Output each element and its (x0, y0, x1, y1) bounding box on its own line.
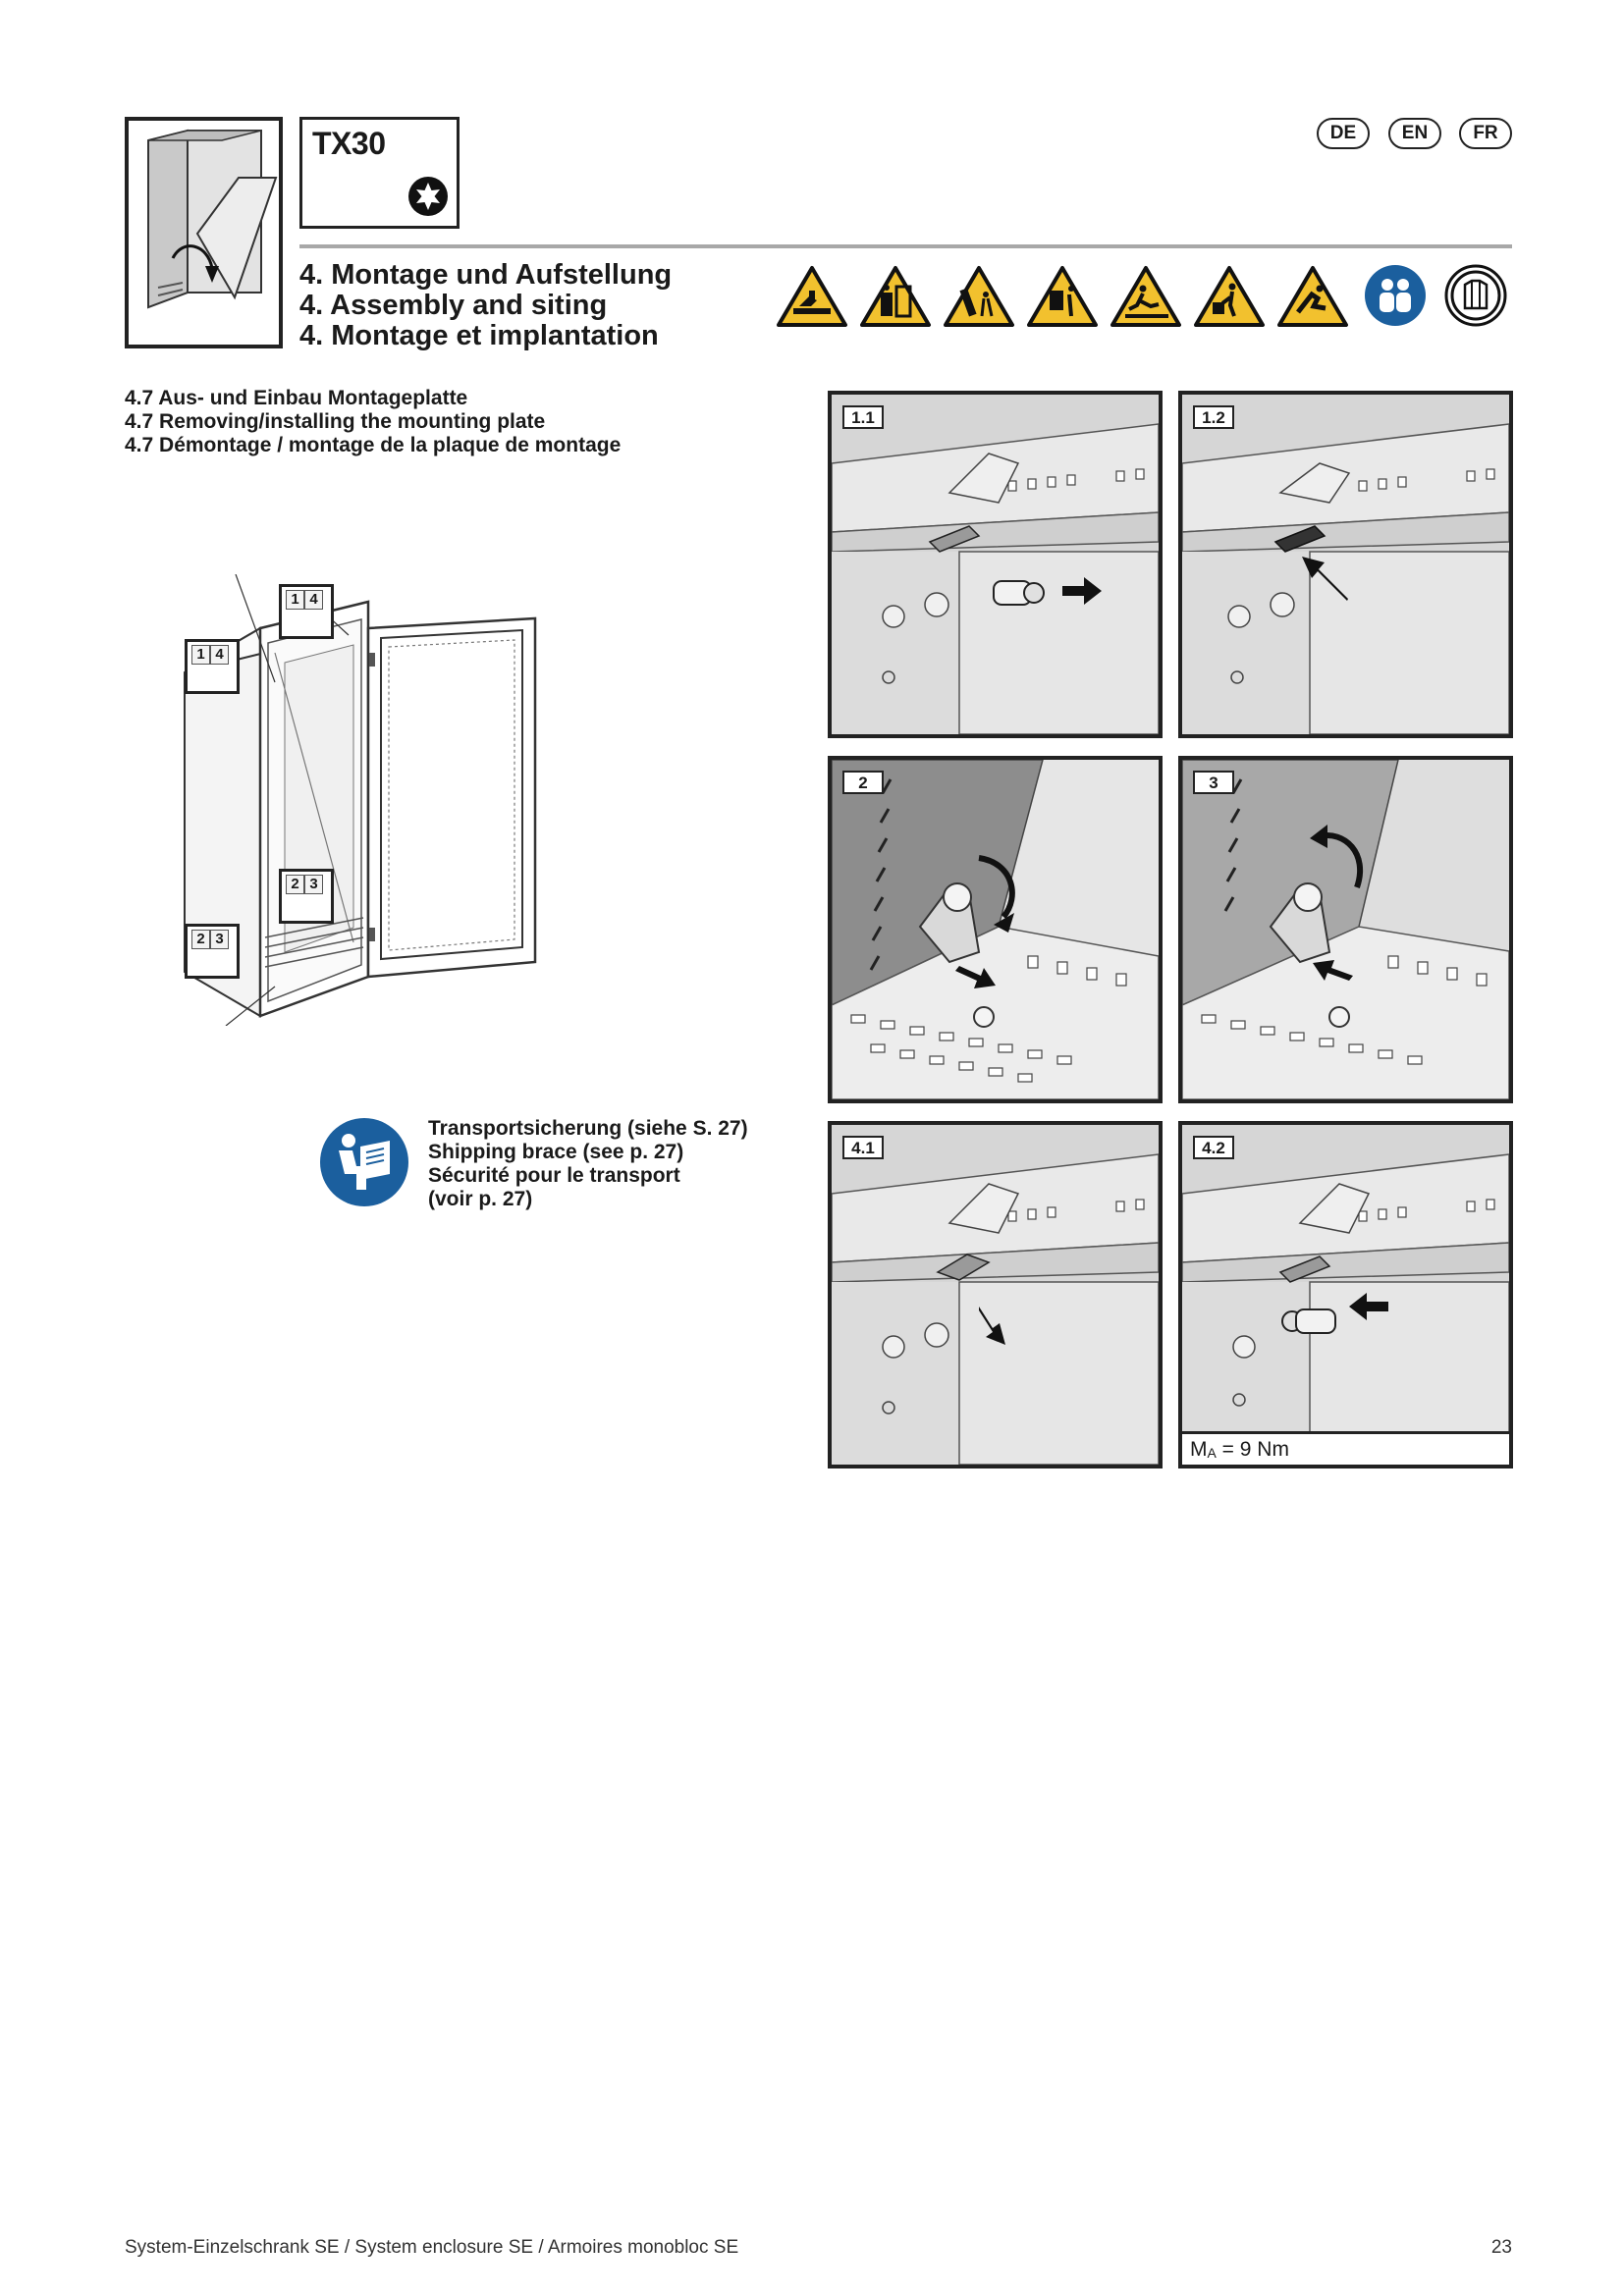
callout-step-a: 1 (286, 590, 304, 610)
step-panel-1-2: 1.2 (1178, 391, 1513, 738)
chapter-thumbnail (125, 117, 283, 348)
page-number: 23 (1490, 2237, 1512, 2258)
step-label: 4.1 (842, 1136, 884, 1159)
transport-note-fr: Sécurité pour le transport (428, 1164, 680, 1187)
callout-step-a: 2 (191, 930, 210, 949)
chapter-title-de: 4. Montage und Aufstellung (299, 259, 673, 291)
step-label: 4.2 (1193, 1136, 1234, 1159)
torque-subscript: A (1207, 1445, 1217, 1461)
transport-note-fr-ref: (voir p. 27) (428, 1188, 533, 1210)
transport-note-de: Transportsicherung (siehe S. 27) (428, 1117, 748, 1140)
step-label: 3 (1193, 771, 1234, 794)
step-panel-2: 2 (828, 756, 1163, 1103)
torque-spec: MA = 9 Nm (1182, 1431, 1509, 1465)
tool-box: TX30 (299, 117, 460, 229)
callout-step-b: 3 (304, 875, 323, 894)
chapter-title-fr: 4. Montage et implantation (299, 320, 659, 351)
electric-hazard-icon (1027, 266, 1098, 327)
falling-object-icon (944, 266, 1014, 327)
hand-injury-icon (1277, 266, 1348, 327)
read-manual-icon (320, 1118, 408, 1206)
two-person-icon (1365, 265, 1426, 326)
step-label: 1.2 (1193, 405, 1234, 429)
step-panel-1-1: 1.1 (828, 391, 1163, 738)
header-rule (299, 244, 1512, 248)
callout-step-b: 3 (210, 930, 229, 949)
lang-badge-en[interactable]: EN (1388, 118, 1441, 149)
torx-icon (408, 177, 448, 216)
torque-symbol: M (1190, 1438, 1208, 1461)
callout-step-a: 1 (191, 645, 210, 665)
step-illustration (832, 1125, 1159, 1465)
protective-clothing-icon (1444, 264, 1507, 327)
transport-note-en: Shipping brace (see p. 27) (428, 1141, 684, 1163)
step-illustration (1182, 395, 1509, 734)
callout-step-a: 2 (286, 875, 304, 894)
step-illustration (1182, 1125, 1509, 1465)
heavy-load-icon (1194, 266, 1265, 327)
step-illustration (1182, 760, 1509, 1099)
cabinet-thumbnail-icon (147, 129, 278, 309)
tool-label: TX30 (312, 126, 386, 161)
chapter-title-en: 4. Assembly and siting (299, 290, 608, 321)
crush-hazard-icon (777, 266, 847, 327)
trip-hazard-icon (1110, 266, 1181, 327)
torque-value: = 9 Nm (1216, 1438, 1289, 1461)
tipping-hazard-icon (860, 266, 931, 327)
section-title-en: 4.7 Removing/installing the mounting pla… (125, 410, 546, 433)
step-panel-4-1: 4.1 (828, 1121, 1163, 1468)
step-panel-4-2: 4.2 MA = 9 Nm (1178, 1121, 1513, 1468)
callout-step-b: 4 (210, 645, 229, 665)
step-panel-3: 3 (1178, 756, 1513, 1103)
step-illustration (832, 395, 1159, 734)
section-title-de: 4.7 Aus- und Einbau Montageplatte (125, 387, 468, 409)
section-title-fr: 4.7 Démontage / montage de la plaque de … (125, 434, 622, 456)
lang-badge-de[interactable]: DE (1317, 118, 1370, 149)
step-illustration (832, 760, 1159, 1099)
callout-step-b: 4 (304, 590, 323, 610)
footer-text: System-Einzelschrank SE / System enclosu… (125, 2237, 739, 2258)
step-label: 1.1 (842, 405, 884, 429)
step-label: 2 (842, 771, 884, 794)
lang-badge-fr[interactable]: FR (1459, 118, 1512, 149)
